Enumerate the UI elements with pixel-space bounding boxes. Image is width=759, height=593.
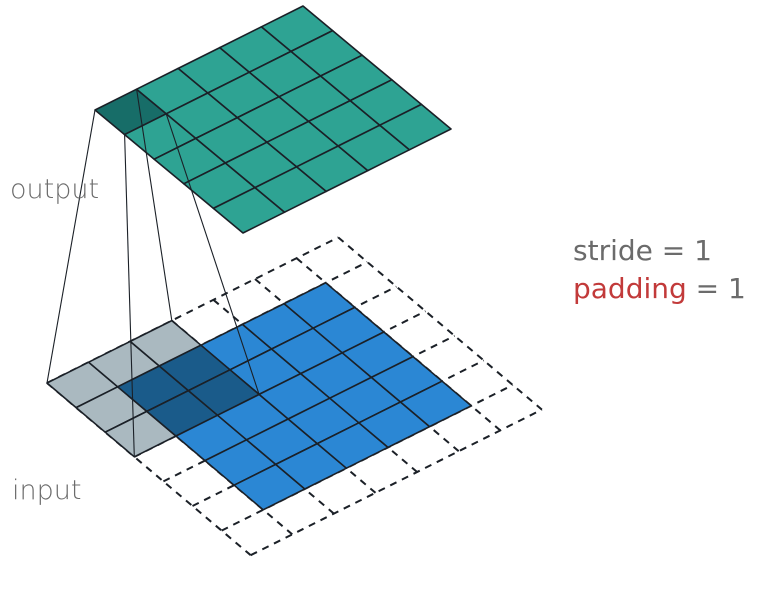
projection-line (165, 113, 260, 395)
stride-name: stride (573, 234, 653, 267)
parameters-text: stride = 1 padding = 1 (573, 232, 746, 308)
output-label: output (10, 174, 100, 205)
padding-value: 1 (728, 272, 746, 305)
padding-equals: = (686, 272, 729, 305)
stride-value: 1 (694, 234, 712, 267)
padding-name: padding (573, 272, 687, 305)
padding-row-line (250, 408, 543, 557)
kernel-window (46, 319, 260, 458)
input-cell (399, 380, 473, 428)
input-label: input (12, 475, 82, 506)
output-grid (94, 5, 452, 234)
projection-lines (46, 89, 260, 457)
stride-equals: = (652, 234, 695, 267)
projection-line (46, 109, 96, 384)
projection-line (136, 89, 173, 321)
projection-line (124, 134, 135, 457)
output-cell (378, 103, 452, 151)
padding-row: padding = 1 (573, 270, 746, 308)
stride-row: stride = 1 (573, 232, 746, 270)
padding-col-line (337, 236, 543, 411)
